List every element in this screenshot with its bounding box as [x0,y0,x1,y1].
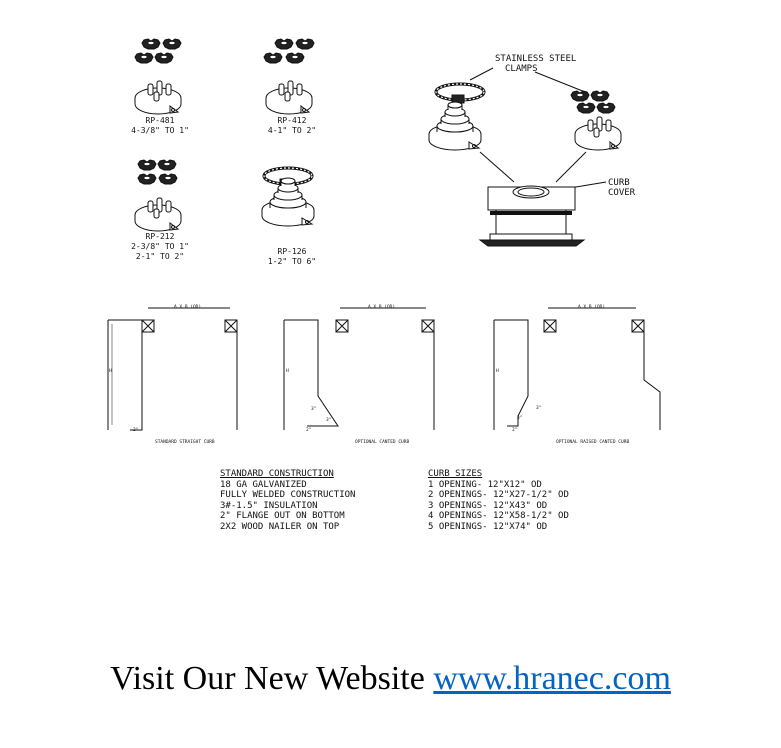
canted-dim-side: H [286,369,289,374]
clamps-callout-line-2: CLAMPS [505,64,538,74]
straight-curb-caption: STANDARD STRAIGHT CURB [155,440,215,445]
rp-212-model: RP-212 [145,232,175,241]
raised-dim-flange: 2" [512,428,518,433]
curb-section-canted [283,307,435,430]
raised-dim-cant-2: 3" [517,416,523,421]
rp-212-range-1: 2-3/8" TO 1" [131,242,189,251]
raised-canted-curb-caption: OPTIONAL RAISED CANTED CURB [556,440,630,445]
construction-heading: STANDARD CONSTRUCTION [220,469,334,479]
rp-481-label: RP-481 4-3/8" TO 1" [131,116,189,136]
rp-481-range: 4-3/8" TO 1" [131,126,189,135]
canted-dim-top: A X B (OD) [368,305,396,310]
curb-cover-callout: CURB COVER [608,178,635,198]
rp-412-label: RP-412 4-1" TO 2" [268,116,316,136]
construction-line: FULLY WELDED CONSTRUCTION [220,490,356,500]
rp-212-range-2: 2-1" TO 2" [135,252,185,261]
rp-126-boot [261,166,315,227]
straight-dim-side: H [109,369,112,374]
curb-cover [478,185,586,247]
rp-212-boot [134,159,182,232]
rp-212-label: RP-212 2-3/8" TO 1" 2-1" TO 2" [131,232,189,262]
curb-size-line: 5 OPENINGS- 12"X74" OD [428,521,548,532]
curb-size-line: 1 OPENING- 12"X12" OD [428,479,542,490]
footer-text: Visit Our New Website [110,660,434,697]
rp-481-model: RP-481 [145,116,175,125]
straight-dim-top: A X B (OD) [174,305,202,310]
curb-cover-callout-line-1: CURB [608,178,630,188]
rp-126-label: RP-126 1-2" TO 6" [268,247,316,267]
curb-size-line: 3 OPENINGS- 12"X43" OD [428,500,548,511]
rp-481-boot [134,38,182,115]
rp-412-boot [263,38,315,115]
canted-dim-flange: 2" [306,428,312,433]
clamps-callout: STAINLESS STEEL CLAMPS [495,54,576,74]
curb-sizes-heading: CURB SIZES [428,469,483,479]
construction-line: 18 GA GALVANIZED [220,479,307,490]
clamps-callout-line-1: STAINLESS STEEL [495,54,577,64]
website-link[interactable]: www.hranec.com [433,660,671,697]
construction-line: 2X2 WOOD NAILER ON TOP [220,521,340,532]
curb-size-line: 4 OPENINGS- 12"X58-1/2" OD [428,511,569,521]
website-footer: Visit Our New Website www.hranec.com [0,660,781,698]
rp-412-range: 4-1" TO 2" [267,126,317,135]
multi-boot-assembly [570,90,622,151]
clamp-cone-assembly [428,82,486,151]
canted-dim-cant-1: 3" [311,407,317,412]
construction-line: 3#-1.5" INSULATION [220,500,318,511]
curb-sizes: CURB SIZES 1 OPENING- 12"X12" OD 2 OPENI… [428,469,569,532]
curb-cover-callout-line-2: COVER [608,188,636,198]
raised-dim-cant-1: 3" [536,406,542,411]
rp-126-model: RP-126 [277,247,307,256]
curb-section-raised-canted [493,307,661,430]
curb-section-straight [107,307,238,431]
construction-line: 2" FLANGE OUT ON BOTTOM [220,511,345,521]
canted-curb-caption: OPTIONAL CANTED CURB [355,440,410,445]
curb-size-line: 2 OPENINGS- 12"X27-1/2" OD [428,490,569,500]
rp-126-range: 1-2" TO 6" [267,257,317,266]
rp-412-model: RP-412 [277,116,307,125]
raised-dim-side: H [496,369,499,374]
straight-dim-flange: 2" [133,428,139,433]
canted-dim-cant-2: 3" [326,418,332,423]
construction-notes: STANDARD CONSTRUCTION 18 GA GALVANIZED F… [220,469,355,532]
raised-dim-top: A X B (OD) [578,305,606,310]
